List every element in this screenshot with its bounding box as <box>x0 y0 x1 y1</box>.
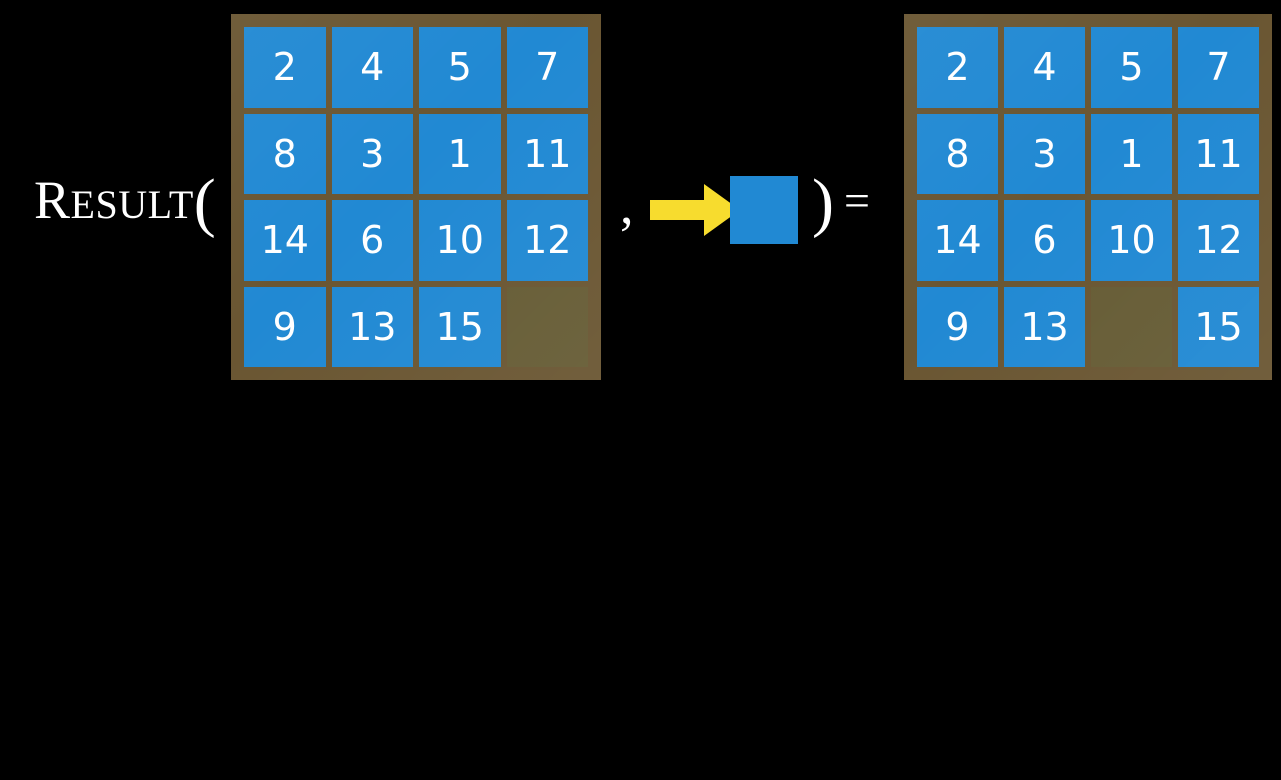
equals-sign: = <box>843 175 870 226</box>
board-cell[interactable]: 10 <box>1091 200 1172 281</box>
board-cell[interactable]: 4 <box>1004 27 1085 108</box>
result-label-initial: R <box>34 170 71 230</box>
board-cell[interactable]: 12 <box>1178 200 1259 281</box>
equation-closer: )= <box>812 170 870 236</box>
board-cell[interactable]: 13 <box>1004 286 1085 367</box>
board-cell[interactable]: 11 <box>506 113 588 194</box>
close-paren: ) <box>812 166 834 239</box>
result-equation-row: RESULT( 2 4 5 7 8 3 1 11 14 6 10 12 9 13… <box>0 390 1281 780</box>
board-cell[interactable]: 7 <box>1178 27 1259 108</box>
board-cell[interactable]: 8 <box>244 113 326 194</box>
board-cell-empty[interactable] <box>1091 286 1172 367</box>
board-cell[interactable]: 8 <box>917 113 998 194</box>
board-cell[interactable]: 10 <box>419 200 501 281</box>
board-cell[interactable]: 15 <box>1178 286 1259 367</box>
board-cell[interactable]: 5 <box>419 27 501 108</box>
board-cell[interactable]: 11 <box>1178 113 1259 194</box>
board-cell[interactable]: 1 <box>1091 113 1172 194</box>
output-board[interactable]: 2 4 5 7 8 3 1 11 14 6 10 12 9 13 15 <box>904 14 1272 380</box>
board-cell[interactable]: 2 <box>917 27 998 108</box>
board-cell[interactable]: 3 <box>331 113 413 194</box>
argument-separator-comma: , <box>620 175 634 235</box>
open-paren: ( <box>193 166 217 239</box>
arrow-right-icon <box>650 178 742 242</box>
move-operand-tile[interactable] <box>730 176 798 244</box>
board-cell[interactable]: 6 <box>1004 200 1085 281</box>
board-cell[interactable]: 1 <box>419 113 501 194</box>
board-cell[interactable]: 12 <box>506 200 588 281</box>
board-cell[interactable]: 9 <box>917 286 998 367</box>
board-cell[interactable]: 5 <box>1091 27 1172 108</box>
board-cell[interactable]: 9 <box>244 286 326 367</box>
board-cell[interactable]: 14 <box>917 200 998 281</box>
board-cell[interactable]: 7 <box>506 27 588 108</box>
result-label-rest: ESULT <box>70 182 194 227</box>
result-function-label: RESULT( <box>34 170 216 236</box>
board-cell[interactable]: 13 <box>331 286 413 367</box>
board-cell[interactable]: 4 <box>331 27 413 108</box>
board-cell[interactable]: 2 <box>244 27 326 108</box>
input-board[interactable]: 2 4 5 7 8 3 1 11 14 6 10 12 9 13 15 <box>231 14 601 380</box>
board-cell[interactable]: 14 <box>244 200 326 281</box>
board-cell-empty[interactable] <box>506 286 588 367</box>
result-equation-row: RESULT( 2 4 5 7 8 3 1 11 14 6 10 12 9 13… <box>34 14 1272 380</box>
board-cell[interactable]: 6 <box>331 200 413 281</box>
board-cell[interactable]: 15 <box>419 286 501 367</box>
board-cell[interactable]: 3 <box>1004 113 1085 194</box>
